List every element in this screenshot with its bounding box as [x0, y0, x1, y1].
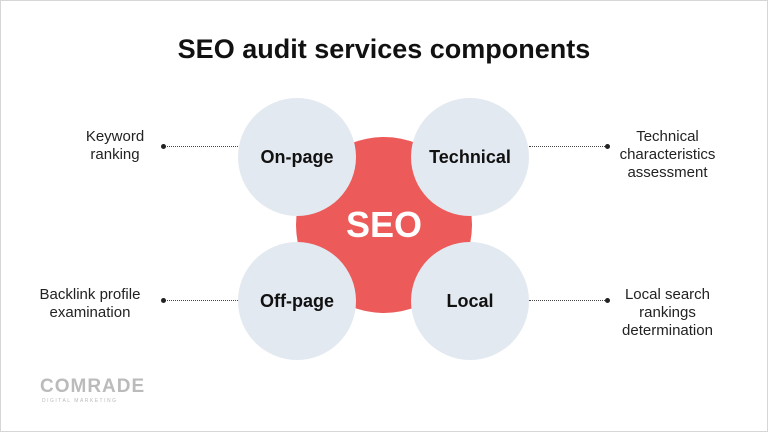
connector-dot	[605, 298, 610, 303]
technical-circle: Technical	[411, 98, 529, 216]
connector-line	[164, 146, 238, 147]
connector-line	[529, 300, 607, 301]
connector-dot	[161, 144, 166, 149]
on-page-description: Keyword ranking	[85, 128, 145, 163]
logo-tagline: DIGITAL MARKETING	[42, 398, 118, 404]
comrade-logo: COMRADE	[40, 376, 146, 397]
local-description: Local search rankings determination	[622, 286, 713, 339]
connector-line	[164, 300, 238, 301]
local-circle: Local	[411, 242, 529, 360]
connector-line	[529, 146, 607, 147]
off-page-description: Backlink profile examination	[39, 286, 141, 321]
on-page-circle: On-page	[238, 98, 356, 216]
technical-description: Technical characteristics assessment	[619, 128, 716, 181]
connector-dot	[605, 144, 610, 149]
off-page-circle: Off-page	[238, 242, 356, 360]
connector-dot	[161, 298, 166, 303]
diagram-title: SEO audit services components	[177, 34, 591, 64]
